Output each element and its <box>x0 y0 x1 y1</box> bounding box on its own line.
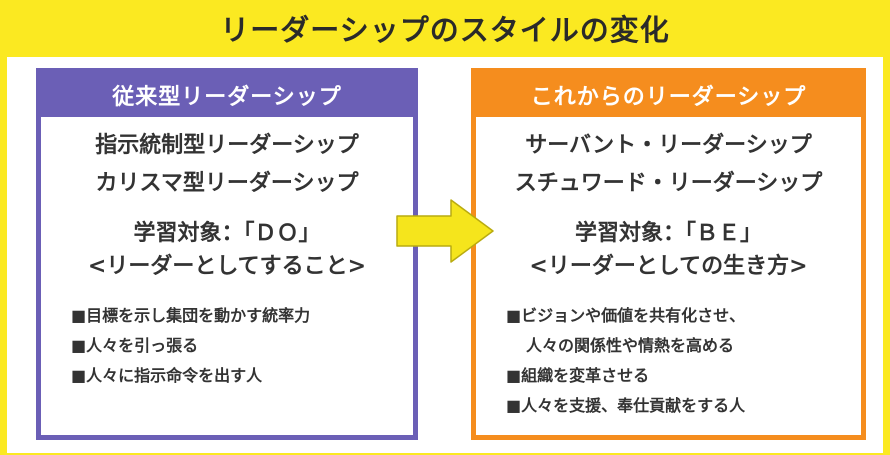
traditional-leadership-card: 従来型リーダーシップ 指示統制型リーダーシップ カリスマ型リーダーシップ 学習対… <box>36 68 418 440</box>
bullet-item: ■人々を支援、奉仕貢献をする人 <box>506 396 746 415</box>
learning-target-label: 学習対象：「ＢＥ」 <box>574 221 762 246</box>
bullet-item-continuation: 人々の関係性や情熱を高める <box>526 336 735 355</box>
leadership-type: 指示統制型リーダーシップ <box>95 133 359 158</box>
bullet-item: ■組織を変革させる <box>506 366 650 385</box>
bullet-list: ■ビジョンや価値を共有化させ、 人々の関係性や情熱を高める ■組織を変革させる … <box>476 301 861 421</box>
future-leadership-types: サーバント・リーダーシップ スチュワード・リーダーシップ <box>476 127 861 203</box>
bullet-list: ■目標を示し集団を動かす統率力 ■人々を引っ張る ■人々に指示命令を出す人 <box>41 301 413 391</box>
learning-target: 学習対象：「ＢＥ」 <リーダーとしての生き方> <box>476 217 861 283</box>
right-arrow-icon <box>396 199 494 263</box>
page-title: リーダーシップのスタイルの変化 <box>220 13 670 47</box>
learning-target: 学習対象：「ＤＯ」 <リーダーとしてすること> <box>41 217 413 283</box>
bullet-item: ■目標を示し集団を動かす統率力 <box>71 306 311 325</box>
learning-target-description: <リーダーとしての生き方> <box>529 254 808 279</box>
bullet-item: ■ビジョンや価値を共有化させ、 <box>506 306 746 325</box>
bullet-item: ■人々を引っ張る <box>71 336 199 355</box>
leadership-type: スチュワード・リーダーシップ <box>514 171 823 196</box>
learning-target-label: 学習対象：「ＤＯ」 <box>133 221 321 246</box>
traditional-leadership-types: 指示統制型リーダーシップ カリスマ型リーダーシップ <box>41 127 413 203</box>
traditional-leadership-header: 従来型リーダーシップ <box>41 73 413 117</box>
leadership-type: サーバント・リーダーシップ <box>525 133 812 158</box>
leadership-type: カリスマ型リーダーシップ <box>95 171 359 196</box>
learning-target-description: <リーダーとしてすること> <box>87 254 367 279</box>
bullet-item: ■人々に指示命令を出す人 <box>71 366 263 385</box>
future-leadership-header: これからのリーダーシップ <box>476 73 861 117</box>
future-leadership-card: これからのリーダーシップ サーバント・リーダーシップ スチュワード・リーダーシッ… <box>471 68 866 440</box>
